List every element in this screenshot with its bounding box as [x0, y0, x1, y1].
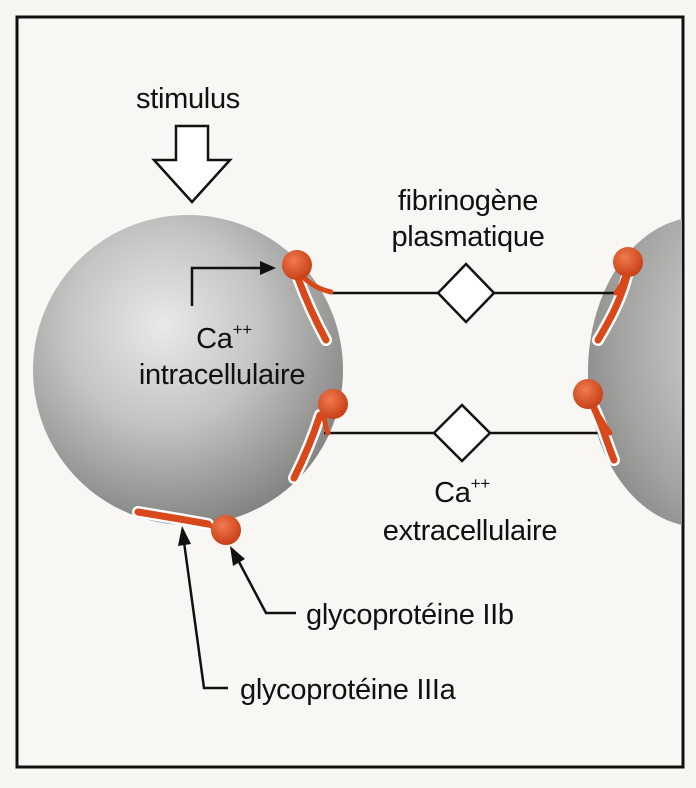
glycoprotein-complex-left-top [282, 250, 334, 346]
glycoprotein-complex-left-base [132, 506, 241, 545]
glycoprotein-complex-left-bottom [288, 389, 348, 484]
gp-IIb-arrowhead-icon [230, 546, 245, 566]
fibrinogen-label-line2: plasmatique [391, 221, 544, 253]
ca-intra-label: Ca++ [196, 320, 252, 355]
ca-extra-word: extracellulaire [383, 515, 557, 547]
gp-IIb-label: glycoprotéine IIb [306, 599, 514, 631]
fibrinogen-diamond-top [436, 262, 496, 324]
platelet-left [33, 215, 343, 525]
ca-extra-label: Ca++ [434, 474, 490, 509]
ca-intra-word: intracellulaire [139, 359, 305, 391]
glycoprotein-complex-right-bottom [573, 379, 620, 466]
stimulus-label: stimulus [136, 83, 240, 115]
gp-IIIa-arrowhead-icon [178, 526, 191, 546]
glycoprotein-complex-right-top [592, 247, 643, 346]
fibrinogen-label-line1: fibrinogène [398, 185, 538, 217]
ca-intra-arrow-icon [190, 266, 262, 306]
stimulus-arrow-icon [151, 124, 233, 204]
gp-IIIa-label: glycoprotéine IIIa [240, 674, 457, 706]
ca-intra-arrowhead-icon [260, 261, 276, 275]
gp-IIIa-pointer [182, 541, 228, 690]
gp-IIb-pointer [236, 559, 296, 615]
fibrinogen-diamond-bottom [432, 403, 492, 463]
